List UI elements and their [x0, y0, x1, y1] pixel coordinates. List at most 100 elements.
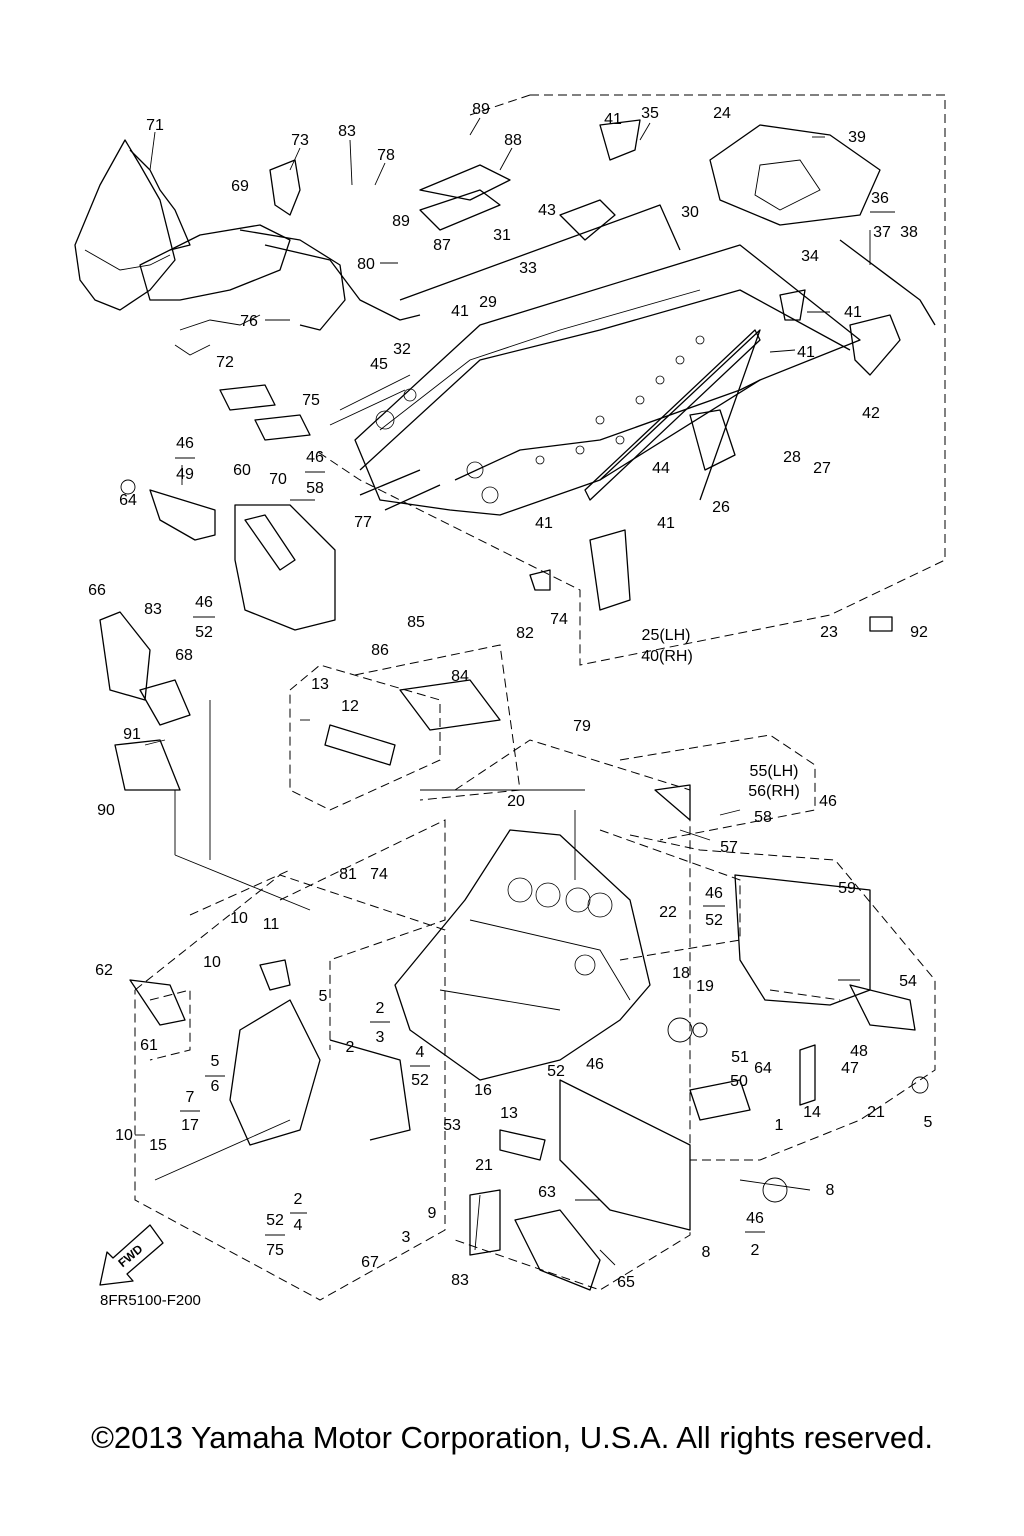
front-frame-assembly: [129, 679, 929, 1291]
callout-label: 90: [97, 802, 115, 819]
callout-label: 28: [783, 449, 801, 466]
callout-label: 72: [216, 354, 234, 371]
callout-labels: 71 73 83 78 89 88 41 35 24 39 69 89 80 8…: [88, 101, 932, 1291]
callout-label: 30: [681, 204, 699, 221]
callout-label: 41: [451, 303, 469, 320]
callout-label: 33: [519, 260, 537, 277]
callout-label: 37: [873, 224, 891, 241]
callout-label: 12: [341, 698, 359, 715]
callout-label: 26: [712, 499, 730, 516]
callout-label: 10: [115, 1127, 133, 1144]
callout-label: 51: [731, 1049, 749, 1066]
callout-label: 2: [294, 1191, 303, 1208]
callout-label: 29: [479, 294, 497, 311]
callout-label: 48: [850, 1043, 868, 1060]
callout-label: 50: [730, 1073, 748, 1090]
callout-label: 46: [746, 1210, 764, 1227]
hoop-assembly: [99, 479, 336, 791]
callout-label: 52: [705, 912, 723, 929]
fwd-arrow-icon: FWD: [99, 1224, 164, 1286]
callout-label: 34: [801, 248, 819, 265]
callout-label: 75: [266, 1242, 284, 1259]
callout-label: 64: [754, 1060, 772, 1077]
callout-label: 27: [813, 460, 831, 477]
callout-label: 73: [291, 132, 309, 149]
callout-label: 79: [573, 718, 591, 735]
callout-label: 3: [402, 1229, 411, 1246]
callout-label: 77: [354, 514, 372, 531]
callout-label: 13: [311, 676, 329, 693]
callout-label: 46: [195, 594, 213, 611]
callout-label: 52: [411, 1072, 429, 1089]
callout-label: 47: [841, 1060, 859, 1077]
callout-label: 54: [899, 973, 917, 990]
callout-label: 67: [361, 1254, 379, 1271]
callout-label: 44: [652, 460, 670, 477]
callout-label: 52: [266, 1212, 284, 1229]
callout-label: 89: [472, 101, 490, 118]
callout-label: 85: [407, 614, 425, 631]
callout-label: 5: [211, 1053, 220, 1070]
callout-label: 88: [504, 132, 522, 149]
callout-label: 21: [475, 1157, 493, 1174]
callout-label: 18: [672, 965, 690, 982]
callout-label: 2: [376, 1000, 385, 1017]
callout-label: 7: [186, 1089, 195, 1106]
callout-label: 62: [95, 962, 113, 979]
callout-label: 13: [500, 1105, 518, 1122]
callout-label: 74: [550, 611, 568, 628]
tunnel-assembly: [329, 119, 936, 632]
callout-label: 2: [346, 1039, 355, 1056]
callout-label: 83: [451, 1272, 469, 1289]
callout-label: 53: [443, 1117, 461, 1134]
leader-lines: [135, 117, 871, 1266]
callout-label: 16: [474, 1082, 492, 1099]
callout-label: 43: [538, 202, 556, 219]
callout-label: 41: [657, 515, 675, 532]
callout-label: 23: [820, 624, 838, 641]
callout-label: 83: [338, 123, 356, 140]
callout-label: 65: [617, 1274, 635, 1291]
callout-label: 58: [754, 809, 772, 826]
callout-label: 14: [803, 1104, 821, 1121]
callout-label: 21: [867, 1104, 885, 1121]
callout-label: 63: [538, 1184, 556, 1201]
callout-label: 75: [302, 392, 320, 409]
callout-label: 20: [507, 793, 525, 810]
callout-brackets: [175, 211, 895, 1236]
callout-label: 86: [371, 642, 389, 659]
callout-label: 91: [123, 726, 141, 743]
callout-label: 41: [535, 515, 553, 532]
callout-label: 41: [797, 344, 815, 361]
callout-label: 24: [713, 105, 731, 122]
front-panel-assembly: [74, 139, 421, 441]
callout-label: 80: [357, 256, 375, 273]
callout-label: 58: [306, 480, 324, 497]
callout-label: 76: [240, 313, 258, 330]
callout-label: 56(RH): [748, 783, 800, 800]
callout-label: 46: [705, 885, 723, 902]
fwd-label: FWD: [115, 1242, 145, 1271]
callout-label: 25(LH): [642, 627, 691, 644]
callout-label: 66: [88, 582, 106, 599]
callout-label: 87: [433, 237, 451, 254]
callout-label: 46: [306, 449, 324, 466]
callout-label: 64: [119, 492, 137, 509]
callout-label: 11: [263, 916, 280, 933]
callout-label: 2: [751, 1242, 760, 1259]
callout-label: 8: [702, 1244, 711, 1261]
callout-label: 39: [848, 129, 866, 146]
callout-label: 22: [659, 904, 677, 921]
callout-label: 46: [176, 435, 194, 452]
callout-label: 46: [586, 1056, 604, 1073]
callout-label: 8: [826, 1182, 835, 1199]
callout-label: 49: [176, 466, 194, 483]
callout-label: 81: [339, 866, 357, 883]
callout-label: 9: [428, 1205, 437, 1222]
callout-label: 78: [377, 147, 395, 164]
callout-label: 74: [370, 866, 388, 883]
callout-label: 52: [195, 624, 213, 641]
callout-label: 6: [211, 1078, 220, 1095]
callout-label: 68: [175, 647, 193, 664]
